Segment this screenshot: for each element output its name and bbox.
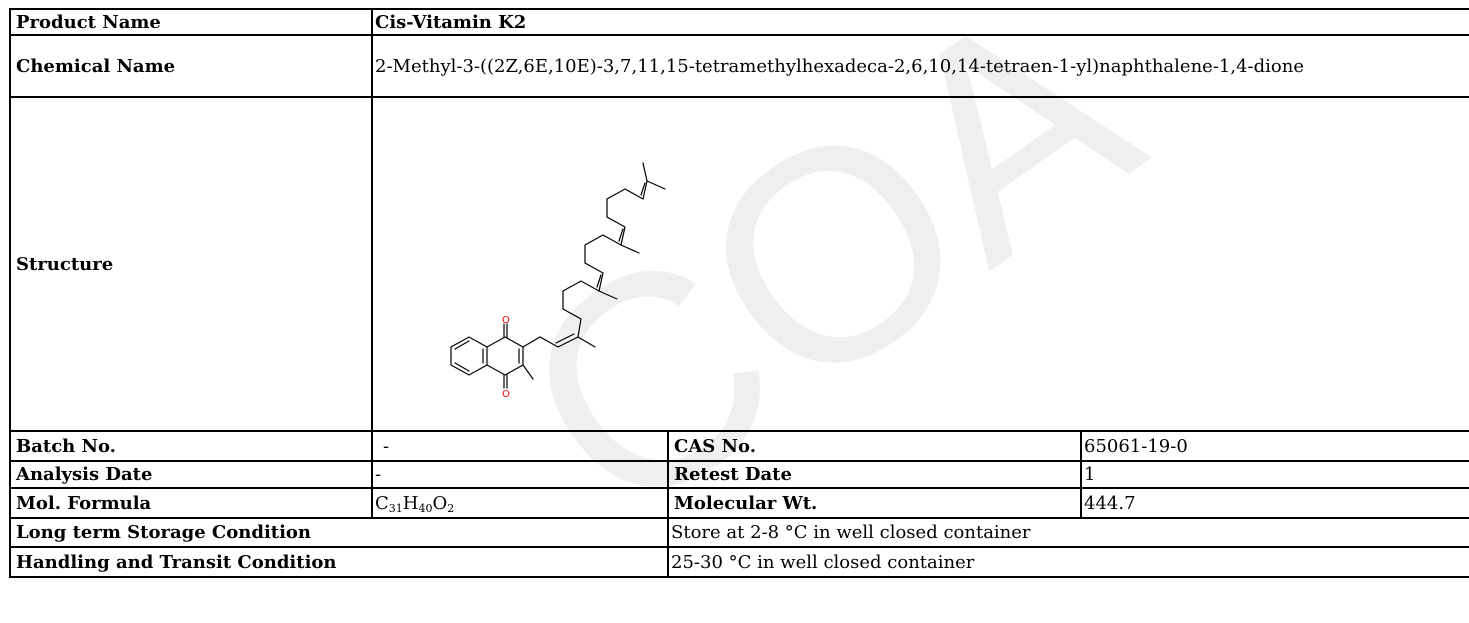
isoprenoid-chain: [522, 180, 648, 348]
row-product-name: Product Name Cis-Vitamin K2: [9, 8, 1469, 36]
structure-cell: O O: [370, 96, 1469, 432]
oxygen-bottom: O: [502, 389, 510, 400]
coa-table: Product Name Cis-Vitamin K2 Chemical Nam…: [9, 8, 1469, 578]
chemical-name-value: 2-Methyl-3-((2Z,6E,10E)-3,7,11,15-tetram…: [370, 34, 1469, 98]
retest-date-value: 1: [1079, 460, 1469, 489]
storage-label: Long term Storage Condition: [9, 517, 669, 548]
row-batch-cas: Batch No. - CAS No. 65061-19-0: [9, 430, 1469, 462]
row-transit: Handling and Transit Condition 25-30 °C …: [9, 546, 1469, 578]
oxygen-top: O: [502, 315, 510, 326]
mol-wt-label: Molecular Wt.: [667, 487, 1082, 519]
batch-label: Batch No.: [9, 430, 373, 462]
analysis-date-label: Analysis Date: [9, 460, 373, 489]
cas-value: 65061-19-0: [1079, 430, 1469, 462]
product-name-label: Product Name: [9, 8, 373, 36]
chemical-name-label: Chemical Name: [9, 34, 373, 98]
product-name-value: Cis-Vitamin K2: [370, 8, 1469, 36]
mol-formula-value: C31H40O2: [371, 487, 669, 519]
row-chemical-name: Chemical Name 2-Methyl-3-((2Z,6E,10E)-3,…: [9, 34, 1469, 98]
structure-diagram: O O: [450, 162, 666, 400]
cas-label: CAS No.: [667, 430, 1082, 462]
mol-formula-label: Mol. Formula: [9, 487, 373, 519]
mol-wt-value: 444.7: [1079, 487, 1469, 519]
quinone-ring: [486, 336, 524, 376]
batch-value: -: [371, 430, 669, 462]
row-dates: Analysis Date - Retest Date 1: [9, 460, 1469, 489]
row-structure: Structure: [9, 96, 1469, 432]
storage-value: Store at 2-8 °C in well closed container: [666, 517, 1469, 548]
row-storage: Long term Storage Condition Store at 2-8…: [9, 517, 1469, 548]
analysis-date-value: -: [371, 460, 669, 489]
row-formula-wt: Mol. Formula C31H40O2 Molecular Wt. 444.…: [9, 487, 1469, 519]
retest-date-label: Retest Date: [667, 460, 1082, 489]
transit-value: 25-30 °C in well closed container: [666, 546, 1469, 578]
transit-label: Handling and Transit Condition: [9, 546, 669, 578]
benzene-ring: [450, 336, 488, 376]
structure-label: Structure: [9, 96, 373, 432]
